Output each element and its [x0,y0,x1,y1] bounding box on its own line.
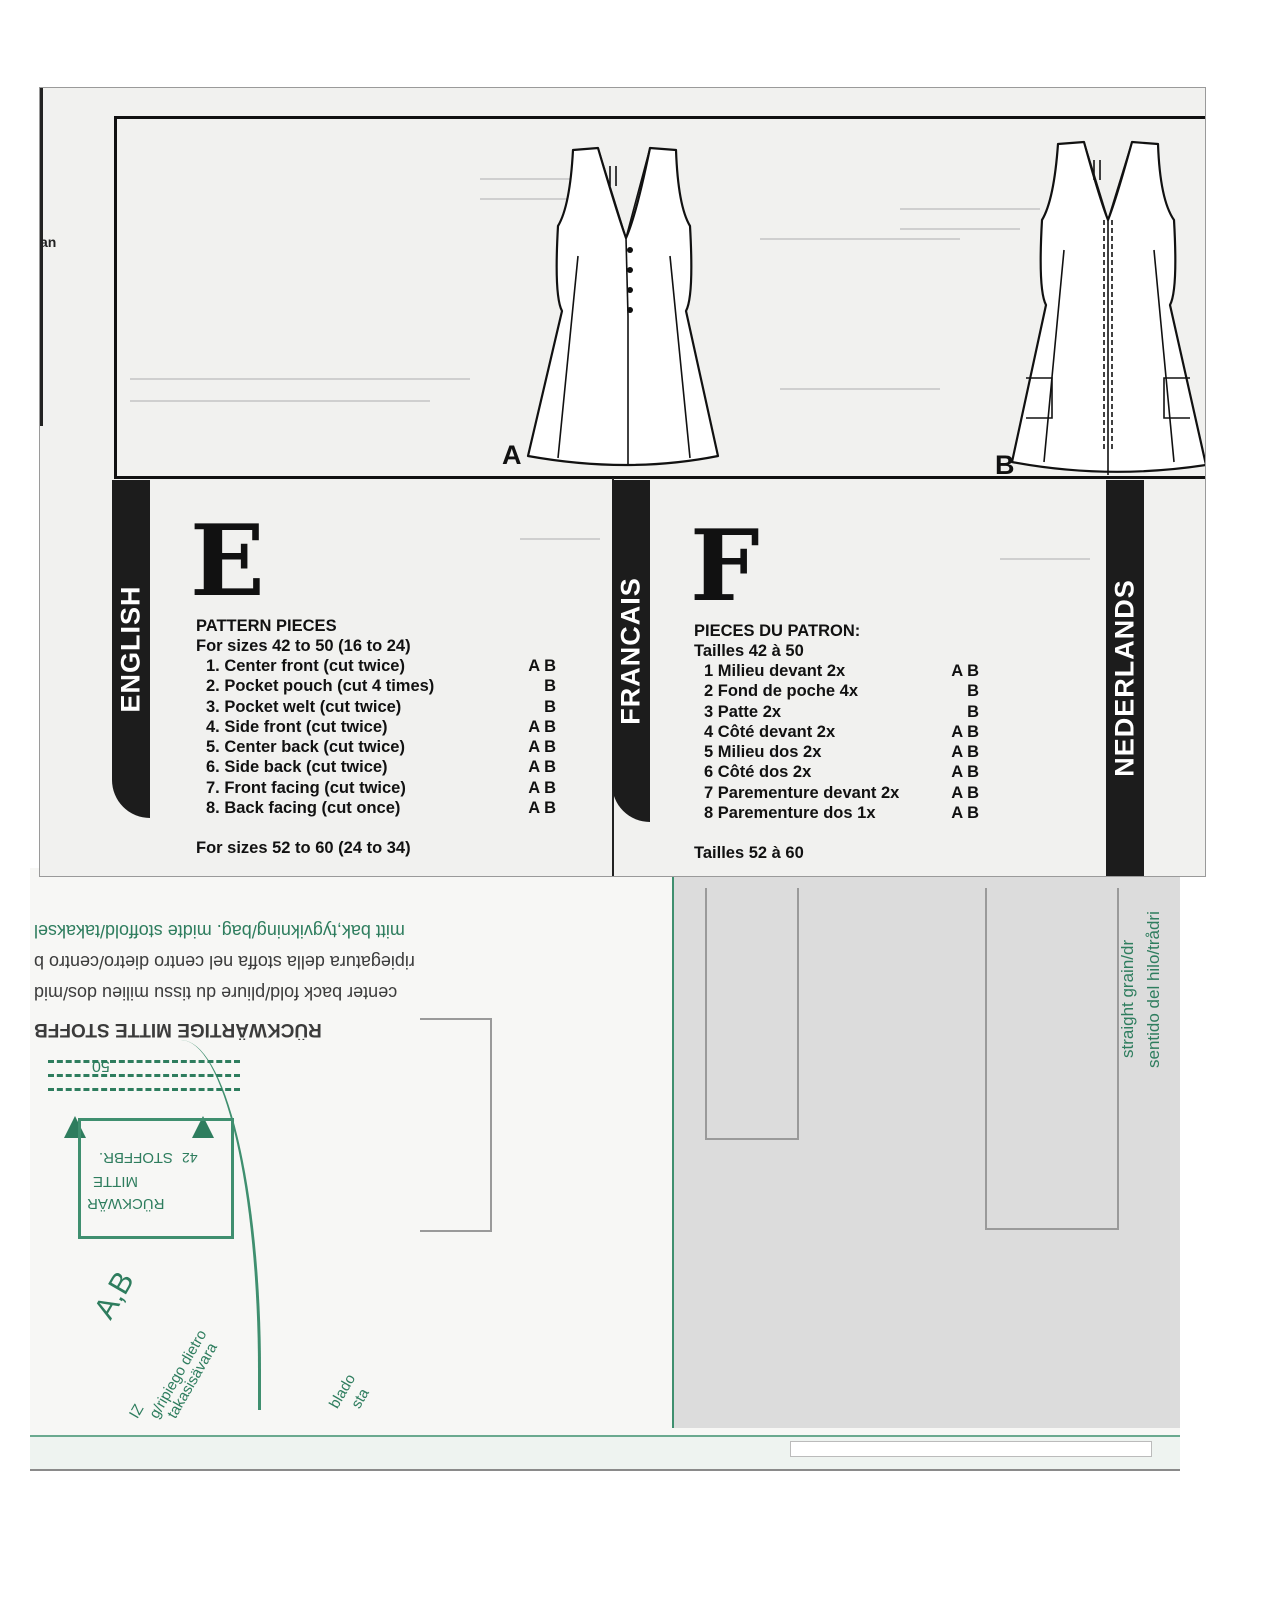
fold-line-text: center back fold/pliure du tissu milieu … [34,983,398,1003]
dress-view-b-illustration [1010,140,1205,475]
list-item: 1 Milieu devant 2x A B [694,661,979,681]
piece-name: 2 Fond de poche 4x [704,682,859,701]
piece-views: A B [951,783,979,802]
tissue-shaded-area [672,868,1180,1428]
piece-name: 6. Side back (cut twice) [206,758,388,777]
grain-line-text: sentido del hilo/trådri [1144,911,1163,1068]
piece-views: A B [951,763,979,782]
grain-line-text: straight grain/dr [1118,939,1137,1058]
piece-name: 7. Front facing (cut twice) [206,778,406,797]
list-item: 7. Front facing (cut twice) A B [196,778,556,798]
piece-name: 6 Côté dos 2x [704,763,812,782]
view-a-label: A [502,440,522,470]
english-section-letter: E [190,504,265,619]
piece-views: A B [528,657,556,675]
piece-views: A B [951,722,979,741]
list-item: 4. Side front (cut twice) A B [196,717,556,737]
pattern-pieces-heading: PIECES DU PATRON: [694,622,861,640]
list-item: 7 Parementure devant 2x A B [694,783,979,803]
tissue-folded-edge [30,1435,1180,1471]
piece-name: 1 Milieu devant 2x [704,662,846,680]
piece-name: 3 Patte 2x [704,702,782,721]
piece-name: 5. Center back (cut twice) [206,738,405,757]
piece-views: B [967,682,979,701]
piece-views: A B [951,804,979,823]
francais-section-letter: F [690,509,760,624]
piece-views: B [967,702,979,721]
fold-label-text: MITTE [93,1173,138,1190]
piece-views: A B [951,743,979,762]
piece-name: 1. Center front (cut twice) [206,657,405,675]
piece-name: 4 Côté devant 2x [704,722,836,741]
instruction-sheet: an A [39,87,1206,877]
size-range-footer: Tailles 52 à 60 [694,844,804,863]
list-item: 4 Côté devant 2x A B [694,722,979,742]
pattern-tissue: mitt bak,tygvikning/bag. midte stoffold/… [30,868,1180,1453]
english-banner-label: ENGLISH [115,585,146,713]
piece-name: 4. Side front (cut twice) [206,717,388,736]
english-banner: ENGLISH [112,480,150,818]
piece-name: 8 Parementure dos 1x [704,804,876,823]
cutting-line [48,1088,240,1091]
piece-views: A B [528,778,556,797]
piece-views: A B [528,717,556,736]
fold-line-text: ripiegatura della stoffa nel centro diet… [34,952,415,972]
fold-label-text: RÜCKWÄR [87,1195,165,1212]
piece-views: A B [528,799,556,818]
piece-name: 3. Pocket welt (cut twice) [206,697,402,716]
piece-name: 5 Milieu dos 2x [704,743,822,762]
english-pattern-pieces: PATTERN PIECES For sizes 42 to 50 (16 to… [196,616,556,858]
view-b-label: B [995,450,1015,480]
illustration-frame [114,116,117,476]
francais-banner: FRANCAIS [612,480,650,822]
francais-pattern-pieces: PIECES DU PATRON: Tailles 42 à 50 1 Mili… [694,621,979,863]
fold-label-text: STOFFBR. [99,1149,173,1166]
fold-line-text: mitt bak,tygvikning/bag. midte stoffold/… [34,921,405,941]
piece-views: A B [528,738,556,757]
piece-name: 8. Back facing (cut once) [206,799,401,818]
nederlands-banner: NEDERLANDS [1106,480,1144,876]
piece-views: A B [528,758,556,777]
list-item: 2. Pocket pouch (cut 4 times) B [196,676,556,696]
list-item: 5 Milieu dos 2x A B [694,742,979,762]
grain-arrow-icon [192,1116,214,1138]
list-item: 5. Center back (cut twice) A B [196,737,556,757]
dress-view-a-illustration [526,146,720,467]
piece-views: B [544,677,556,696]
size-range-heading: Tailles 42 à 50 [694,642,804,660]
ghost-piece-outline [705,888,799,1140]
ghost-piece-outline [985,888,1119,1230]
list-item: 3. Pocket welt (cut twice) B [196,697,556,717]
fold-label-box: RÜCKWÄR MITTE STOFFBR. [78,1118,234,1239]
list-item: 8 Parementure dos 1x A B [694,803,979,823]
edge-text-fragment: an [40,234,57,250]
piece-name: 2. Pocket pouch (cut 4 times) [206,677,435,696]
list-item: 2 Fond de poche 4x B [694,681,979,701]
list-item: 6. Side back (cut twice) A B [196,757,556,777]
ghost-piece-outline [420,1018,492,1232]
piece-name: 7 Parementure devant 2x [704,783,900,802]
list-item: 8. Back facing (cut once) A B [196,798,556,818]
francais-banner-label: FRANCAIS [615,577,646,725]
cutting-line [48,1060,240,1063]
list-item: 1. Center front (cut twice) A B [196,656,556,676]
sheet-edge-line [40,88,53,426]
size-range-heading: For sizes 42 to 50 (16 to 24) [196,637,411,655]
fold-line-text: RÜCKWÄRTIGE MITTE STOFFB [34,1019,322,1040]
section-divider [114,476,1205,479]
pattern-pieces-heading: PATTERN PIECES [196,617,337,635]
list-item: 3 Patte 2x B [694,702,979,722]
list-item: 6 Côté dos 2x A B [694,762,979,782]
illustration-frame [114,116,1205,119]
nederlands-banner-label: NEDERLANDS [1109,579,1140,777]
piece-views: A B [951,662,979,680]
cutting-line [48,1074,240,1077]
size-range-footer: For sizes 52 to 60 (24 to 34) [196,839,411,858]
piece-views: B [544,697,556,716]
